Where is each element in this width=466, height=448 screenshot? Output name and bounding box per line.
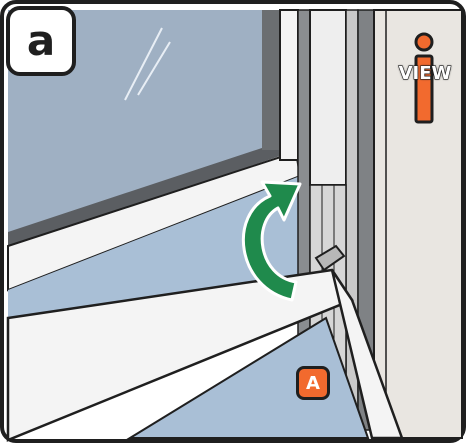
part-marker-a: A	[296, 366, 330, 400]
track-channel	[310, 10, 346, 185]
step-label: a	[6, 6, 76, 76]
view-icon-label: VIEW	[397, 63, 453, 85]
window-jamb	[280, 10, 298, 160]
window-jamb-dark	[262, 10, 280, 150]
